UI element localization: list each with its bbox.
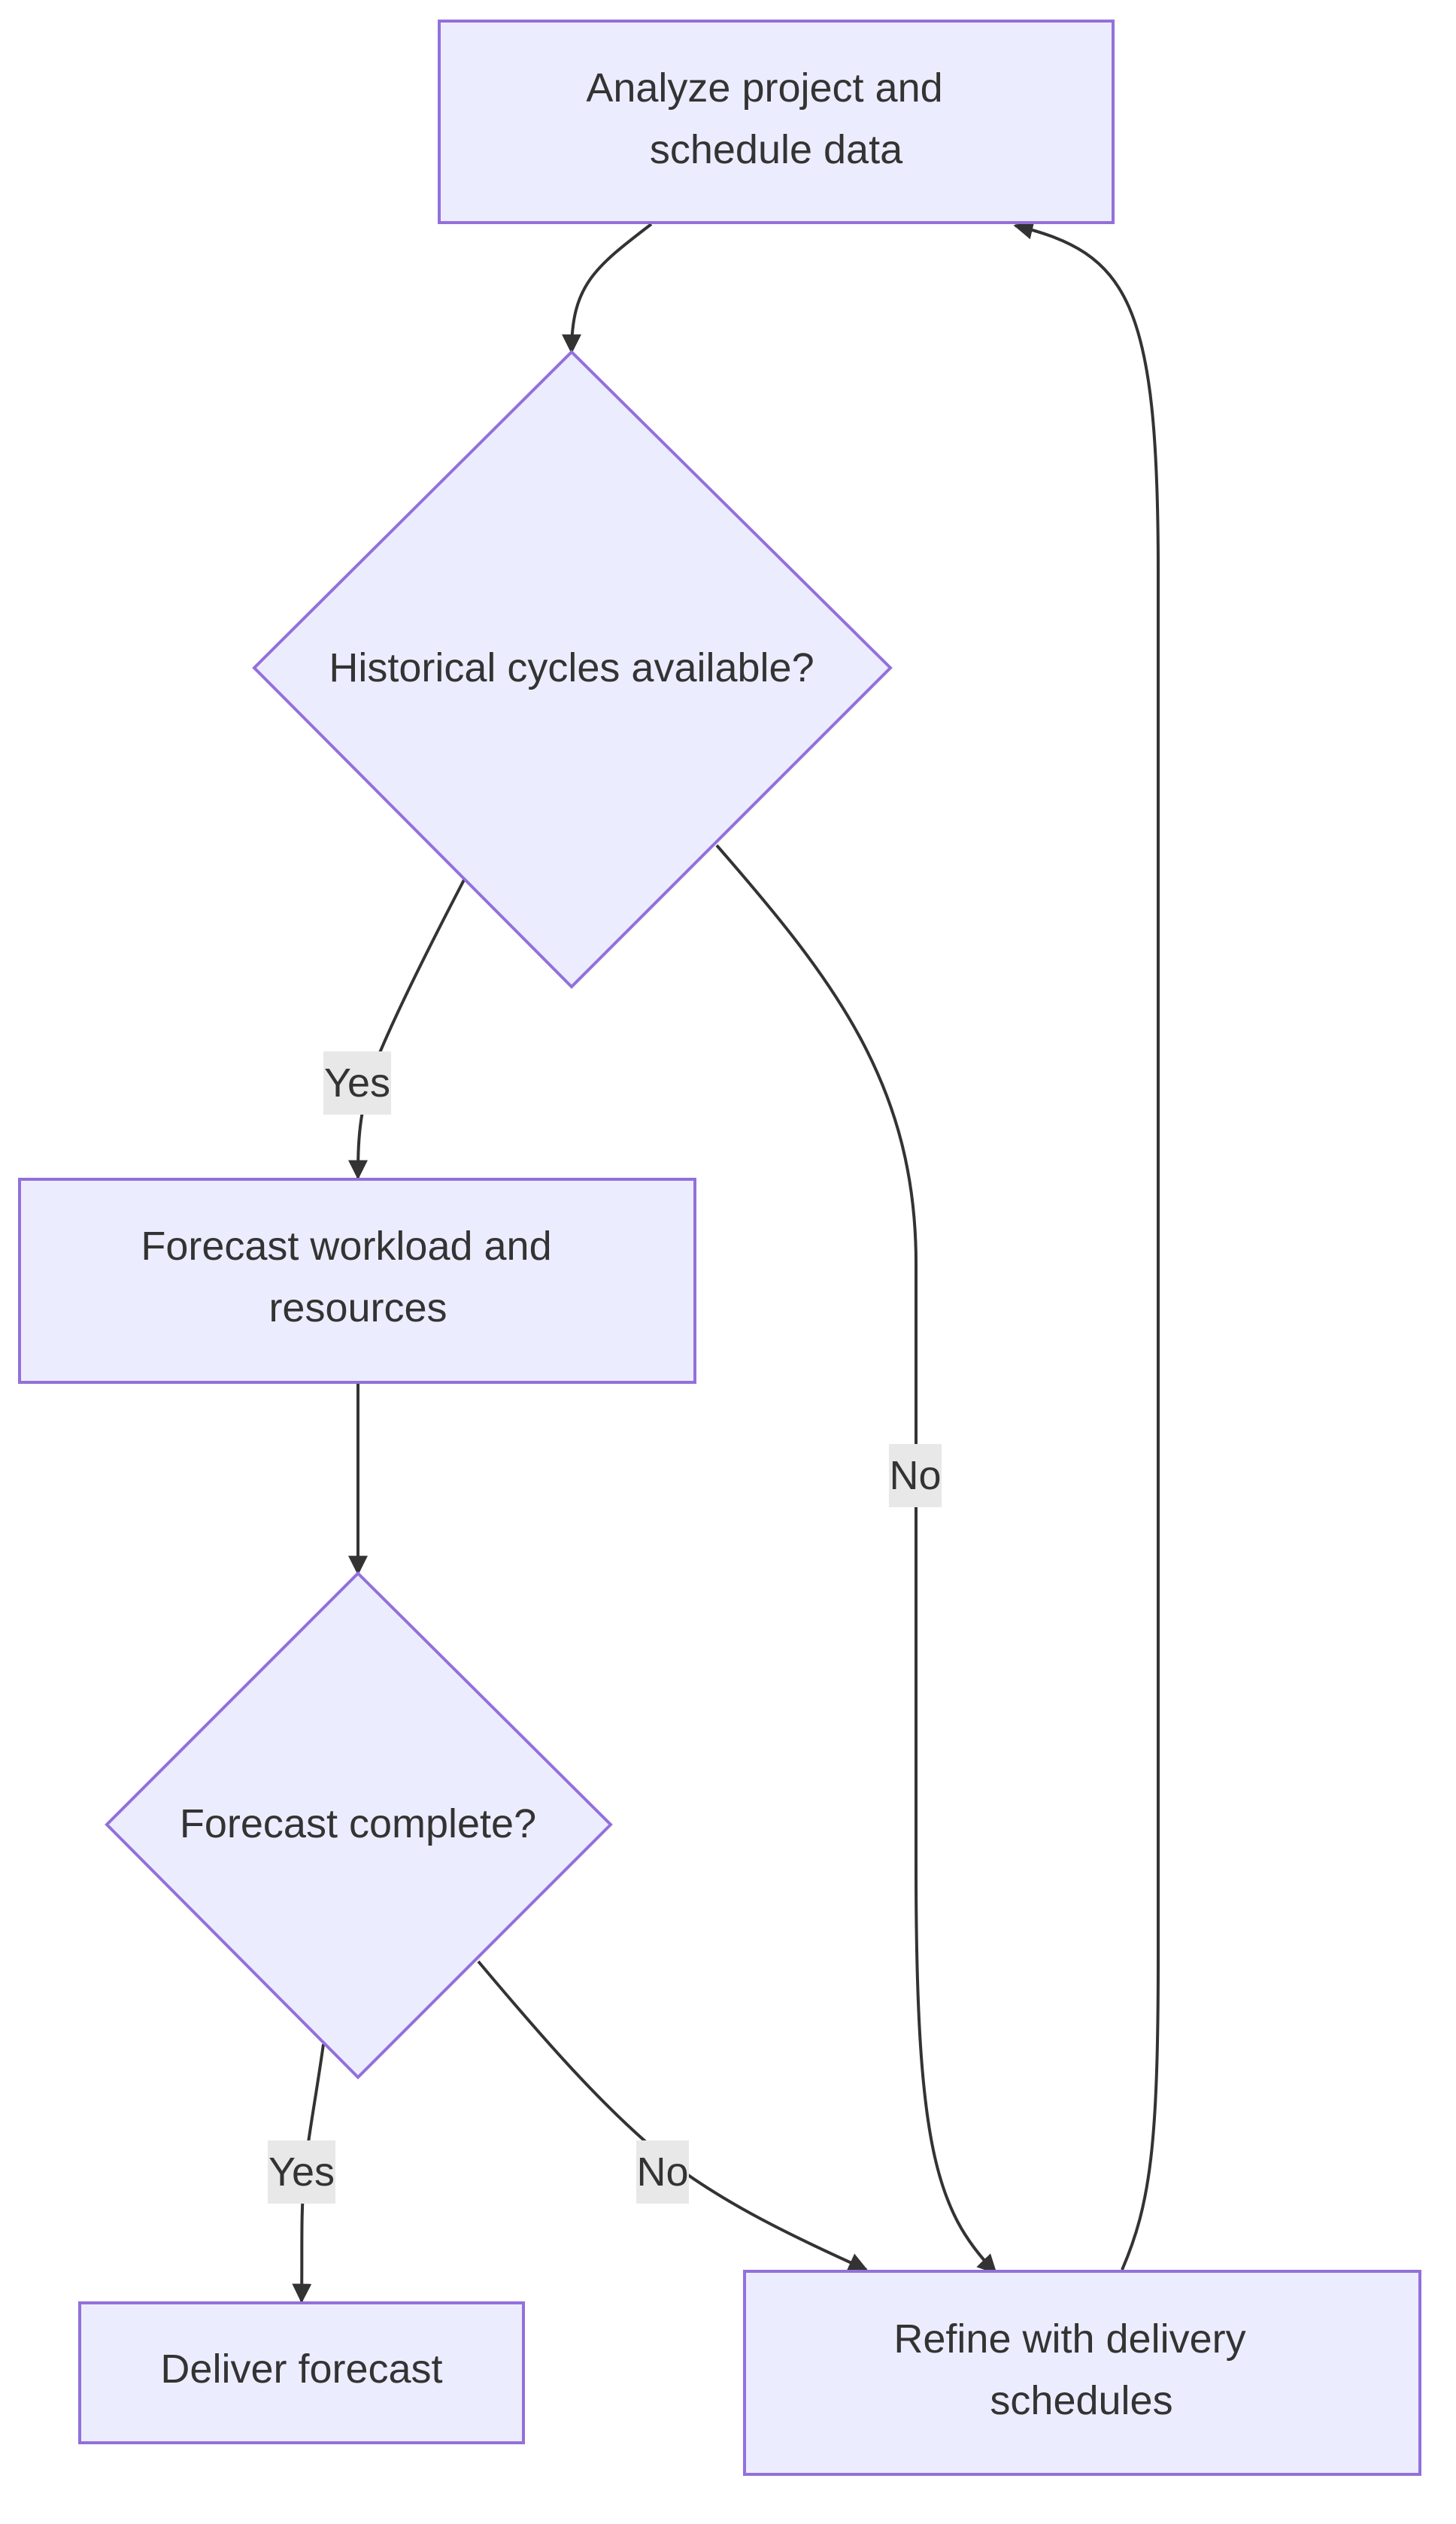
- node-deliver: Deliver forecast: [78, 2301, 525, 2444]
- node-deliver-line-1: Deliver forecast: [160, 2347, 442, 2392]
- node-forecast-complete-decision: Forecast complete?: [105, 1571, 613, 2080]
- edge-label-historical-yes: Yes: [323, 1051, 391, 1115]
- node-forecast-workload-label: Forecast workload and resources: [141, 1224, 563, 1330]
- edge-historical-yes: [348, 878, 466, 1180]
- edge-label-text: Yes: [268, 2149, 335, 2195]
- node-analyze-line-2: schedule data: [650, 127, 903, 172]
- nodes: Analyze project and schedule data Histor…: [18, 20, 1421, 2476]
- edge-analyze-to-historical: [562, 223, 653, 354]
- node-refine-line-2: schedules: [990, 2378, 1172, 2423]
- edge-label-text: No: [636, 2149, 688, 2195]
- node-historical-label: Historical cycles available?: [329, 645, 814, 690]
- node-refine: Refine with delivery schedules: [743, 2270, 1421, 2476]
- edge-label-text: No: [889, 1453, 941, 1498]
- node-forecast-workload: Forecast workload and resources: [18, 1178, 696, 1384]
- node-analyze-line-1: Analyze project and: [586, 65, 942, 111]
- node-forecast-workload-line-1: Forecast workload and: [141, 1224, 551, 1269]
- edge-label-complete-yes: Yes: [268, 2140, 335, 2204]
- edge-historical-no: [715, 844, 997, 2274]
- edge-refine-to-analyze: [1013, 220, 1160, 2271]
- node-forecast-workload-line-2: resources: [268, 1285, 447, 1330]
- node-forecast-complete-label: Forecast complete?: [180, 1801, 536, 1846]
- node-deliver-label: Deliver forecast: [160, 2347, 442, 2392]
- node-analyze-label: Analyze project and schedule data: [586, 65, 954, 172]
- node-refine-line-1: Refine with delivery: [893, 2316, 1245, 2362]
- node-forecast-complete-line-1: Forecast complete?: [180, 1801, 536, 1846]
- edge-labels: Yes No Yes No: [268, 1051, 942, 2204]
- node-historical-line-1: Historical cycles available?: [329, 645, 814, 690]
- node-analyze: Analyze project and schedule data: [438, 20, 1115, 224]
- edge-label-historical-no: No: [889, 1444, 942, 1507]
- node-refine-label: Refine with delivery schedules: [893, 2316, 1257, 2423]
- edge-label-complete-no: No: [636, 2140, 689, 2204]
- node-historical-decision: Historical cycles available?: [252, 350, 893, 989]
- edge-label-text: Yes: [324, 1060, 390, 1106]
- edge-complete-no: [477, 1960, 869, 2272]
